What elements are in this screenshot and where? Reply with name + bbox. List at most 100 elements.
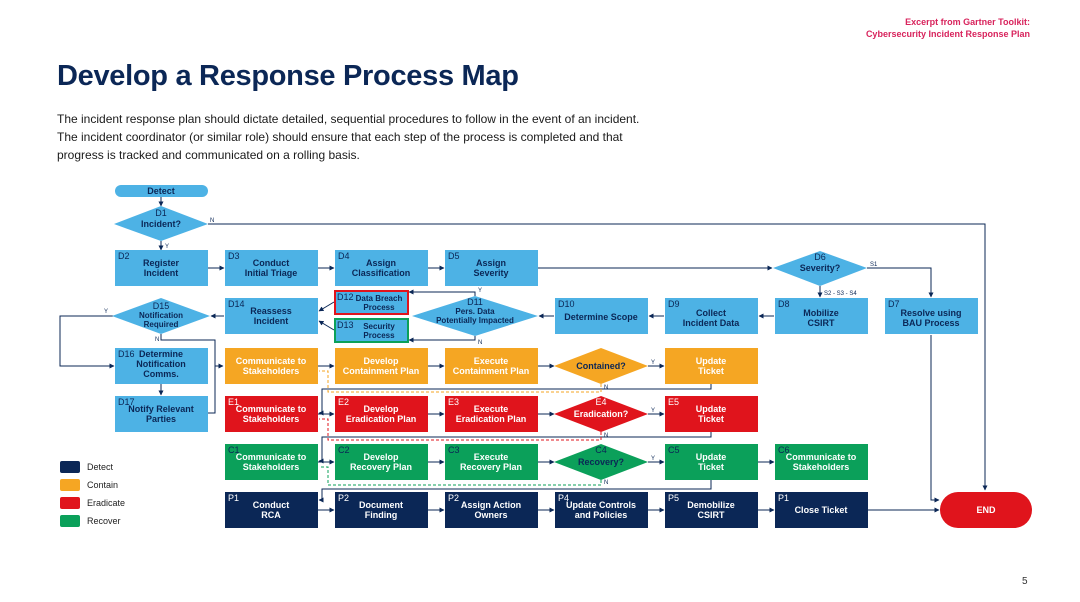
label-e3-2: Eradication Plan: [456, 414, 527, 424]
id-d4: D4: [338, 251, 350, 261]
label-d6-s234: S2 - S3 - S4: [824, 291, 857, 297]
legend-item-eradicate: Eradicate: [60, 497, 180, 511]
id-d11: D11: [467, 297, 483, 307]
node-c5: [665, 444, 758, 480]
label-c3-2: Recovery Plan: [460, 462, 522, 472]
edge-c4-no: [319, 466, 602, 486]
node-d15: [112, 298, 210, 334]
edge-e4-no: [319, 418, 602, 441]
edge-d6-d7: [867, 267, 934, 298]
id-d6: D6: [814, 252, 826, 262]
node-d3: [225, 250, 318, 286]
excerpt-header: Excerpt from Gartner Toolkit: Cybersecur…: [866, 16, 1030, 40]
label-c2-2: Recovery Plan: [350, 462, 412, 472]
node-d4: [335, 250, 428, 286]
label-d11-1: Pers. Data: [455, 307, 495, 316]
node-d5: [445, 250, 538, 286]
excerpt-line-2: Cybersecurity Incident Response Plan: [865, 29, 1030, 39]
page-number: 5: [1022, 576, 1028, 587]
connectors: [59, 197, 988, 513]
label-d7-2: BAU Process: [902, 318, 959, 328]
label-d7-1: Resolve using: [900, 308, 961, 318]
label-d4-2: Classification: [352, 268, 411, 278]
node-e1: [225, 396, 318, 432]
node-d11: [412, 296, 538, 336]
label-d11-y: Y: [478, 288, 482, 294]
node-c-upd: [665, 348, 758, 384]
label-c6-1: Communicate to: [786, 452, 857, 462]
node-c-exec: [445, 348, 538, 384]
node-d7: [885, 298, 978, 334]
label-e4-n: N: [604, 433, 608, 439]
id-d3: D3: [228, 251, 240, 261]
id-d16: D16: [118, 349, 135, 359]
label-e3-1: Execute: [474, 404, 509, 414]
node-d12: [334, 290, 409, 315]
node-d2: [115, 250, 208, 286]
node-p3: [445, 492, 538, 528]
node-c-comm: [225, 348, 318, 384]
edge-d17-contain: [208, 366, 216, 414]
label-p1-1: Conduct: [253, 500, 290, 510]
node-e2: [335, 396, 428, 432]
label-d14-1: Reassess: [250, 306, 292, 316]
node-d9: [665, 298, 758, 334]
id-p4: P4: [558, 493, 569, 503]
id-e5: E5: [668, 397, 679, 407]
label-c-upd-2: Ticket: [698, 366, 724, 376]
legend-item-recover: Recover: [60, 515, 180, 529]
edge-d7-end: [930, 335, 940, 503]
node-e5: [665, 396, 758, 432]
label-p3-1: Assign Action: [461, 500, 521, 510]
node-d13: [334, 318, 409, 343]
node-e3: [445, 396, 538, 432]
intro-line-3: progress is tracked and communicated on …: [57, 148, 360, 162]
edge-d11-d13: [408, 336, 476, 343]
id-d1: D1: [155, 208, 167, 218]
label-c4-y: Y: [651, 456, 655, 462]
label-d15-2: Required: [144, 320, 179, 329]
label-e2-2: Eradication Plan: [346, 414, 417, 424]
legend-swatch-eradicate: [60, 497, 80, 509]
node-c2: [335, 444, 428, 480]
edge-cq-no: [319, 370, 602, 393]
node-d10: [555, 298, 648, 334]
edge-labels: N Y S1 S2 - S3 - S4 Y N Y N Y N Y N Y N: [104, 218, 878, 486]
label-d6-s1: S1: [870, 262, 878, 268]
node-c-q: [554, 348, 648, 384]
legend-swatch-contain: [60, 479, 80, 491]
id-e4: E4: [595, 397, 606, 407]
id-c1: C1: [228, 445, 240, 455]
label-c5-2: Ticket: [698, 462, 724, 472]
node-p6: [775, 492, 868, 528]
label-d1-y: Y: [165, 244, 169, 250]
node-c1: [225, 444, 318, 480]
node-labels-dark: Detect Incident? Register Incident Condu…: [128, 186, 961, 467]
label-c-q: Contained?: [576, 361, 626, 371]
label-c4-n: N: [604, 480, 608, 486]
id-p5: P5: [668, 493, 679, 503]
label-d16-3: Comms.: [143, 369, 179, 379]
label-p4-1: Update Controls: [566, 500, 636, 510]
label-d15-y: Y: [104, 309, 108, 315]
label-c2-1: Develop: [363, 452, 399, 462]
page-title: Develop a Response Process Map: [57, 60, 519, 92]
id-e3: E3: [448, 397, 459, 407]
legend-item-contain: Contain: [60, 479, 180, 493]
label-d5-1: Assign: [476, 258, 506, 268]
label-d1-n: N: [210, 218, 214, 224]
node-c6: [775, 444, 868, 480]
node-ids: D1 D2 D3 D4 D5 D6 D7 D8 D9 D10 D11 D12 D…: [118, 208, 900, 503]
label-d2-1: Register: [143, 258, 180, 268]
node-d6: [773, 251, 867, 286]
label-d8-2: CSIRT: [808, 318, 836, 328]
label-d8-1: Mobilize: [803, 308, 839, 318]
node-end: [940, 492, 1032, 528]
label-c6-2: Stakeholders: [793, 462, 850, 472]
node-c3: [445, 444, 538, 480]
node-p1: [225, 492, 318, 528]
id-d17: D17: [118, 397, 135, 407]
label-d17-1: Notify Relevant: [128, 404, 194, 414]
node-d14: [225, 298, 318, 334]
id-c5: C5: [668, 445, 680, 455]
